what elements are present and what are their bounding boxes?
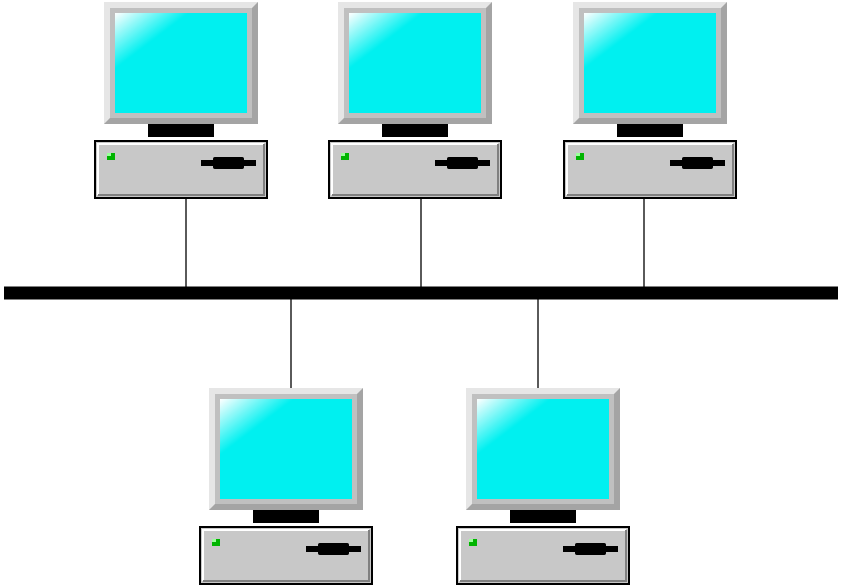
computer-case bbox=[330, 142, 500, 197]
bus-cable bbox=[4, 286, 838, 300]
drive-bay-icon bbox=[318, 543, 349, 555]
drive-bay-icon bbox=[213, 157, 244, 169]
monitor-stand bbox=[510, 510, 576, 523]
monitor-stand bbox=[382, 124, 448, 137]
desktop-computer-icon bbox=[456, 388, 630, 585]
computer-case-shadow bbox=[203, 530, 370, 582]
computer-case-highlight bbox=[566, 143, 733, 195]
computer-case-shadow bbox=[567, 144, 734, 196]
power-led-icon bbox=[341, 153, 349, 160]
monitor-screen bbox=[477, 399, 609, 499]
computer-case-highlight bbox=[331, 143, 498, 195]
bus-layer bbox=[4, 286, 838, 300]
monitor-screen bbox=[584, 13, 716, 113]
computer-case-highlight bbox=[459, 529, 626, 581]
computer-case-highlight bbox=[97, 143, 264, 195]
power-led-shine bbox=[212, 539, 216, 542]
power-led-icon bbox=[576, 153, 584, 160]
drive-bay-icon bbox=[575, 543, 606, 555]
monitor-stand bbox=[253, 510, 319, 523]
monitor-screen bbox=[220, 399, 352, 499]
power-led-shine bbox=[341, 153, 345, 156]
computer-case-highlight bbox=[202, 529, 369, 581]
computer-case-shadow bbox=[460, 530, 627, 582]
desktop-computer-icon bbox=[94, 2, 268, 199]
computer-case bbox=[96, 142, 266, 197]
drive-bay-icon bbox=[447, 157, 478, 169]
computer-case-shadow bbox=[98, 144, 265, 196]
power-led-shine bbox=[469, 539, 473, 542]
power-led-icon bbox=[212, 539, 220, 546]
desktop-computer-icon bbox=[199, 388, 373, 585]
nodes-layer bbox=[94, 2, 737, 585]
links-layer bbox=[185, 199, 645, 388]
power-led-icon bbox=[107, 153, 115, 160]
monitor-screen bbox=[349, 13, 481, 113]
computer-case-shadow bbox=[332, 144, 499, 196]
drive-bay-icon bbox=[682, 157, 713, 169]
power-led-shine bbox=[107, 153, 111, 156]
monitor-screen bbox=[115, 13, 247, 113]
desktop-computer-icon bbox=[563, 2, 737, 199]
power-led-shine bbox=[576, 153, 580, 156]
computer-case bbox=[565, 142, 735, 197]
computer-case bbox=[458, 528, 628, 583]
monitor-stand bbox=[148, 124, 214, 137]
computer-case bbox=[201, 528, 371, 583]
monitor-stand bbox=[617, 124, 683, 137]
power-led-icon bbox=[469, 539, 477, 546]
desktop-computer-icon bbox=[328, 2, 502, 199]
